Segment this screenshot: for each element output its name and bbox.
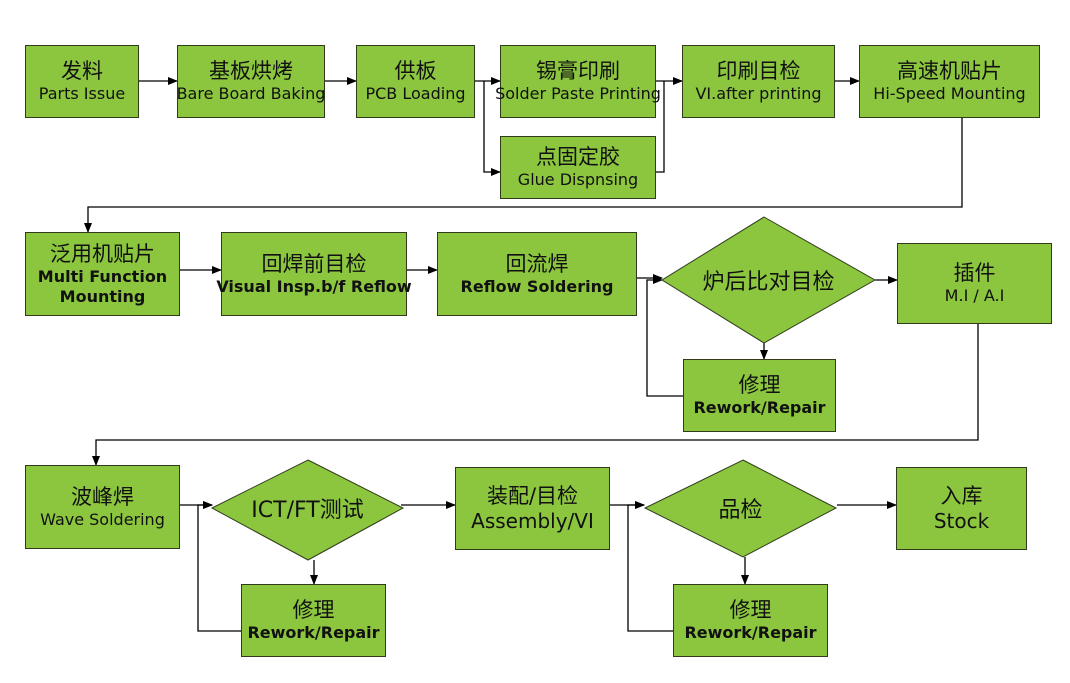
node-en-label: Reflow Soldering [460,276,614,296]
node-cn-label: 回焊前目检 [261,251,367,276]
node-cn-label: 修理 [729,598,772,622]
node-cn-label: 修理 [292,598,335,622]
node-cn-label: 点固定胶 [536,145,620,169]
node-en-label: Parts Issue [38,84,126,103]
node-cn-label: 供板 [394,59,437,83]
node-cn-label: 印刷目检 [716,59,801,83]
node-en-label: PCB Loading [365,84,466,103]
node-visual-insp-before-reflow: 回焊前目检 Visual Insp.b/f Reflow [216,232,412,316]
node-hi-speed-mounting: 高速机贴片 Hi-Speed Mounting [859,45,1040,118]
node-cn-label: 基板烘烤 [209,59,293,83]
decision-ict-ft-label: ICT/FT测试 [251,498,364,523]
node-glue-dispensing: 点固定胶 Glue Dispnsing [500,136,656,199]
arrow-hispeed-to-multifunction [84,117,963,233]
node-rework-repair-3: 修理 Rework/Repair [673,584,828,657]
node-en-label: Wave Soldering [40,509,165,529]
node-cn-label: 波峰焊 [71,484,134,509]
arrow-rework3-to-quality [627,501,673,632]
decision-compare-check-label: 炉后比对目检 [702,270,835,295]
node-multi-function-mounting: 泛用机贴片 Multi Function Mounting [25,232,180,316]
node-board-baking: 基板烘烤 Bare Board Baking [177,45,325,118]
decision-quality-label: 品检 [718,498,763,523]
node-cn-label: 高速机贴片 [897,59,1002,83]
node-stock: 入库 Stock [896,467,1027,550]
node-en-label: Visual Insp.b/f Reflow [216,276,412,296]
node-vi-after-printing: 印刷目检 VI.after printing [682,45,835,118]
node-cn-label: 装配/目检 [486,484,579,508]
node-en-label: Glue Dispnsing [517,170,639,189]
arrow-loading-to-glue [483,81,501,176]
arrow-insertion-to-wave [92,324,979,466]
line-glue-to-vi [656,81,665,173]
node-en-label: Stock [933,509,990,533]
node-en-label: M.I / A.I [944,286,1005,305]
node-en-label: VI.after printing [695,84,822,103]
node-cn-label: 锡膏印刷 [536,59,620,83]
decision-ict-ft [210,459,405,561]
node-en-label-line2: Mounting [59,286,146,306]
node-en-label: Assembly/VI [471,509,594,533]
node-cn-label: 回流焊 [505,251,569,276]
node-assembly-vi: 装配/目检 Assembly/VI [455,467,610,550]
node-wave-soldering: 波峰焊 Wave Soldering [25,465,180,549]
node-rework-repair-1: 修理 Rework/Repair [683,359,836,432]
node-cn-label: 修理 [738,373,781,397]
node-en-label-line1: Multi Function [37,266,168,286]
node-solder-paste: 锡膏印刷 Solder Paste Printing [495,45,661,118]
node-en-label: Rework/Repair [693,398,826,417]
arrow-rework1-to-compare [646,276,683,397]
node-en-label: Bare Board Baking [176,84,326,103]
node-cn-label: 插件 [953,261,996,285]
node-en-label: Hi-Speed Mounting [873,84,1026,103]
node-cn-label: 发料 [61,59,103,83]
node-insertion: 插件 M.I / A.I [897,243,1052,324]
node-en-label: Rework/Repair [247,623,380,642]
node-pcb-loading: 供板 PCB Loading [356,45,475,118]
node-reflow-soldering: 回流焊 Reflow Soldering [437,232,637,316]
arrow-rework2-to-ict [197,501,241,632]
node-cn-label: 泛用机贴片 [50,241,155,266]
node-cn-label: 入库 [940,484,983,508]
decision-compare-check [661,216,877,344]
node-en-label: Rework/Repair [684,623,817,642]
decision-quality [643,459,838,558]
node-en-label: Solder Paste Printing [495,84,661,103]
node-parts-issue: 发料 Parts Issue [25,45,139,118]
node-rework-repair-2: 修理 Rework/Repair [241,584,386,657]
